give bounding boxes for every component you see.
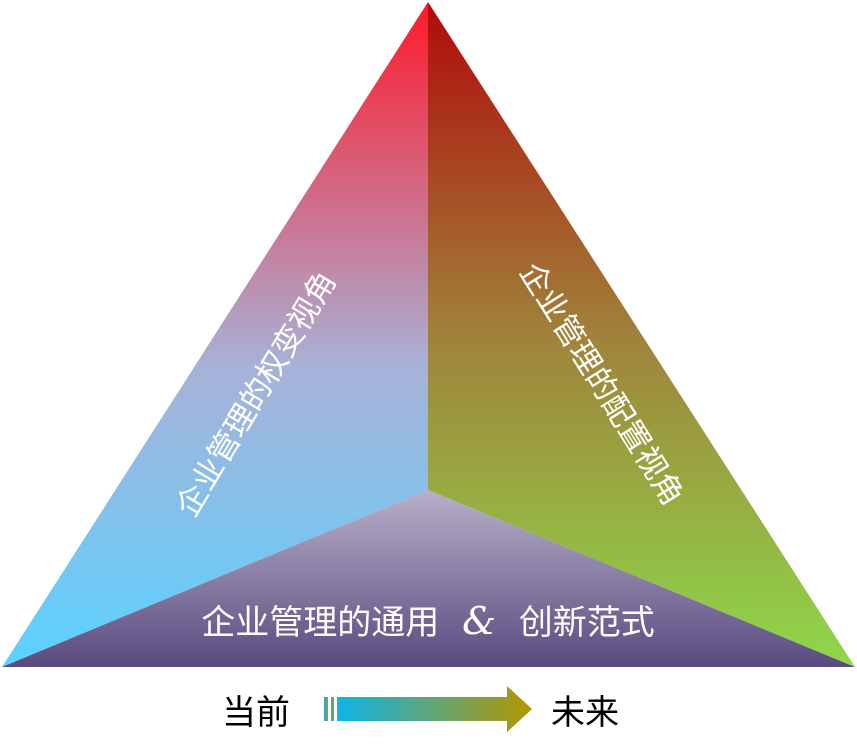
- legend-start-label: 当前: [222, 693, 290, 733]
- bottom-face-label: 企业管理的通用 & 创新范式: [201, 599, 654, 643]
- ampersand-glyph: &: [462, 599, 496, 643]
- arrow-stripe-2: [331, 697, 334, 721]
- arrow-stripe-1: [324, 697, 328, 721]
- time-arrow-icon: [324, 686, 532, 732]
- bottom-label-head: 企业管理的通用: [201, 603, 439, 643]
- bottom-face: [2, 490, 855, 667]
- left-face: [2, 2, 428, 667]
- bottom-label-tail: 创新范式: [519, 603, 655, 643]
- right-face: [428, 2, 855, 667]
- legend-end-label: 未来: [551, 693, 619, 733]
- arrow-body: [337, 686, 532, 732]
